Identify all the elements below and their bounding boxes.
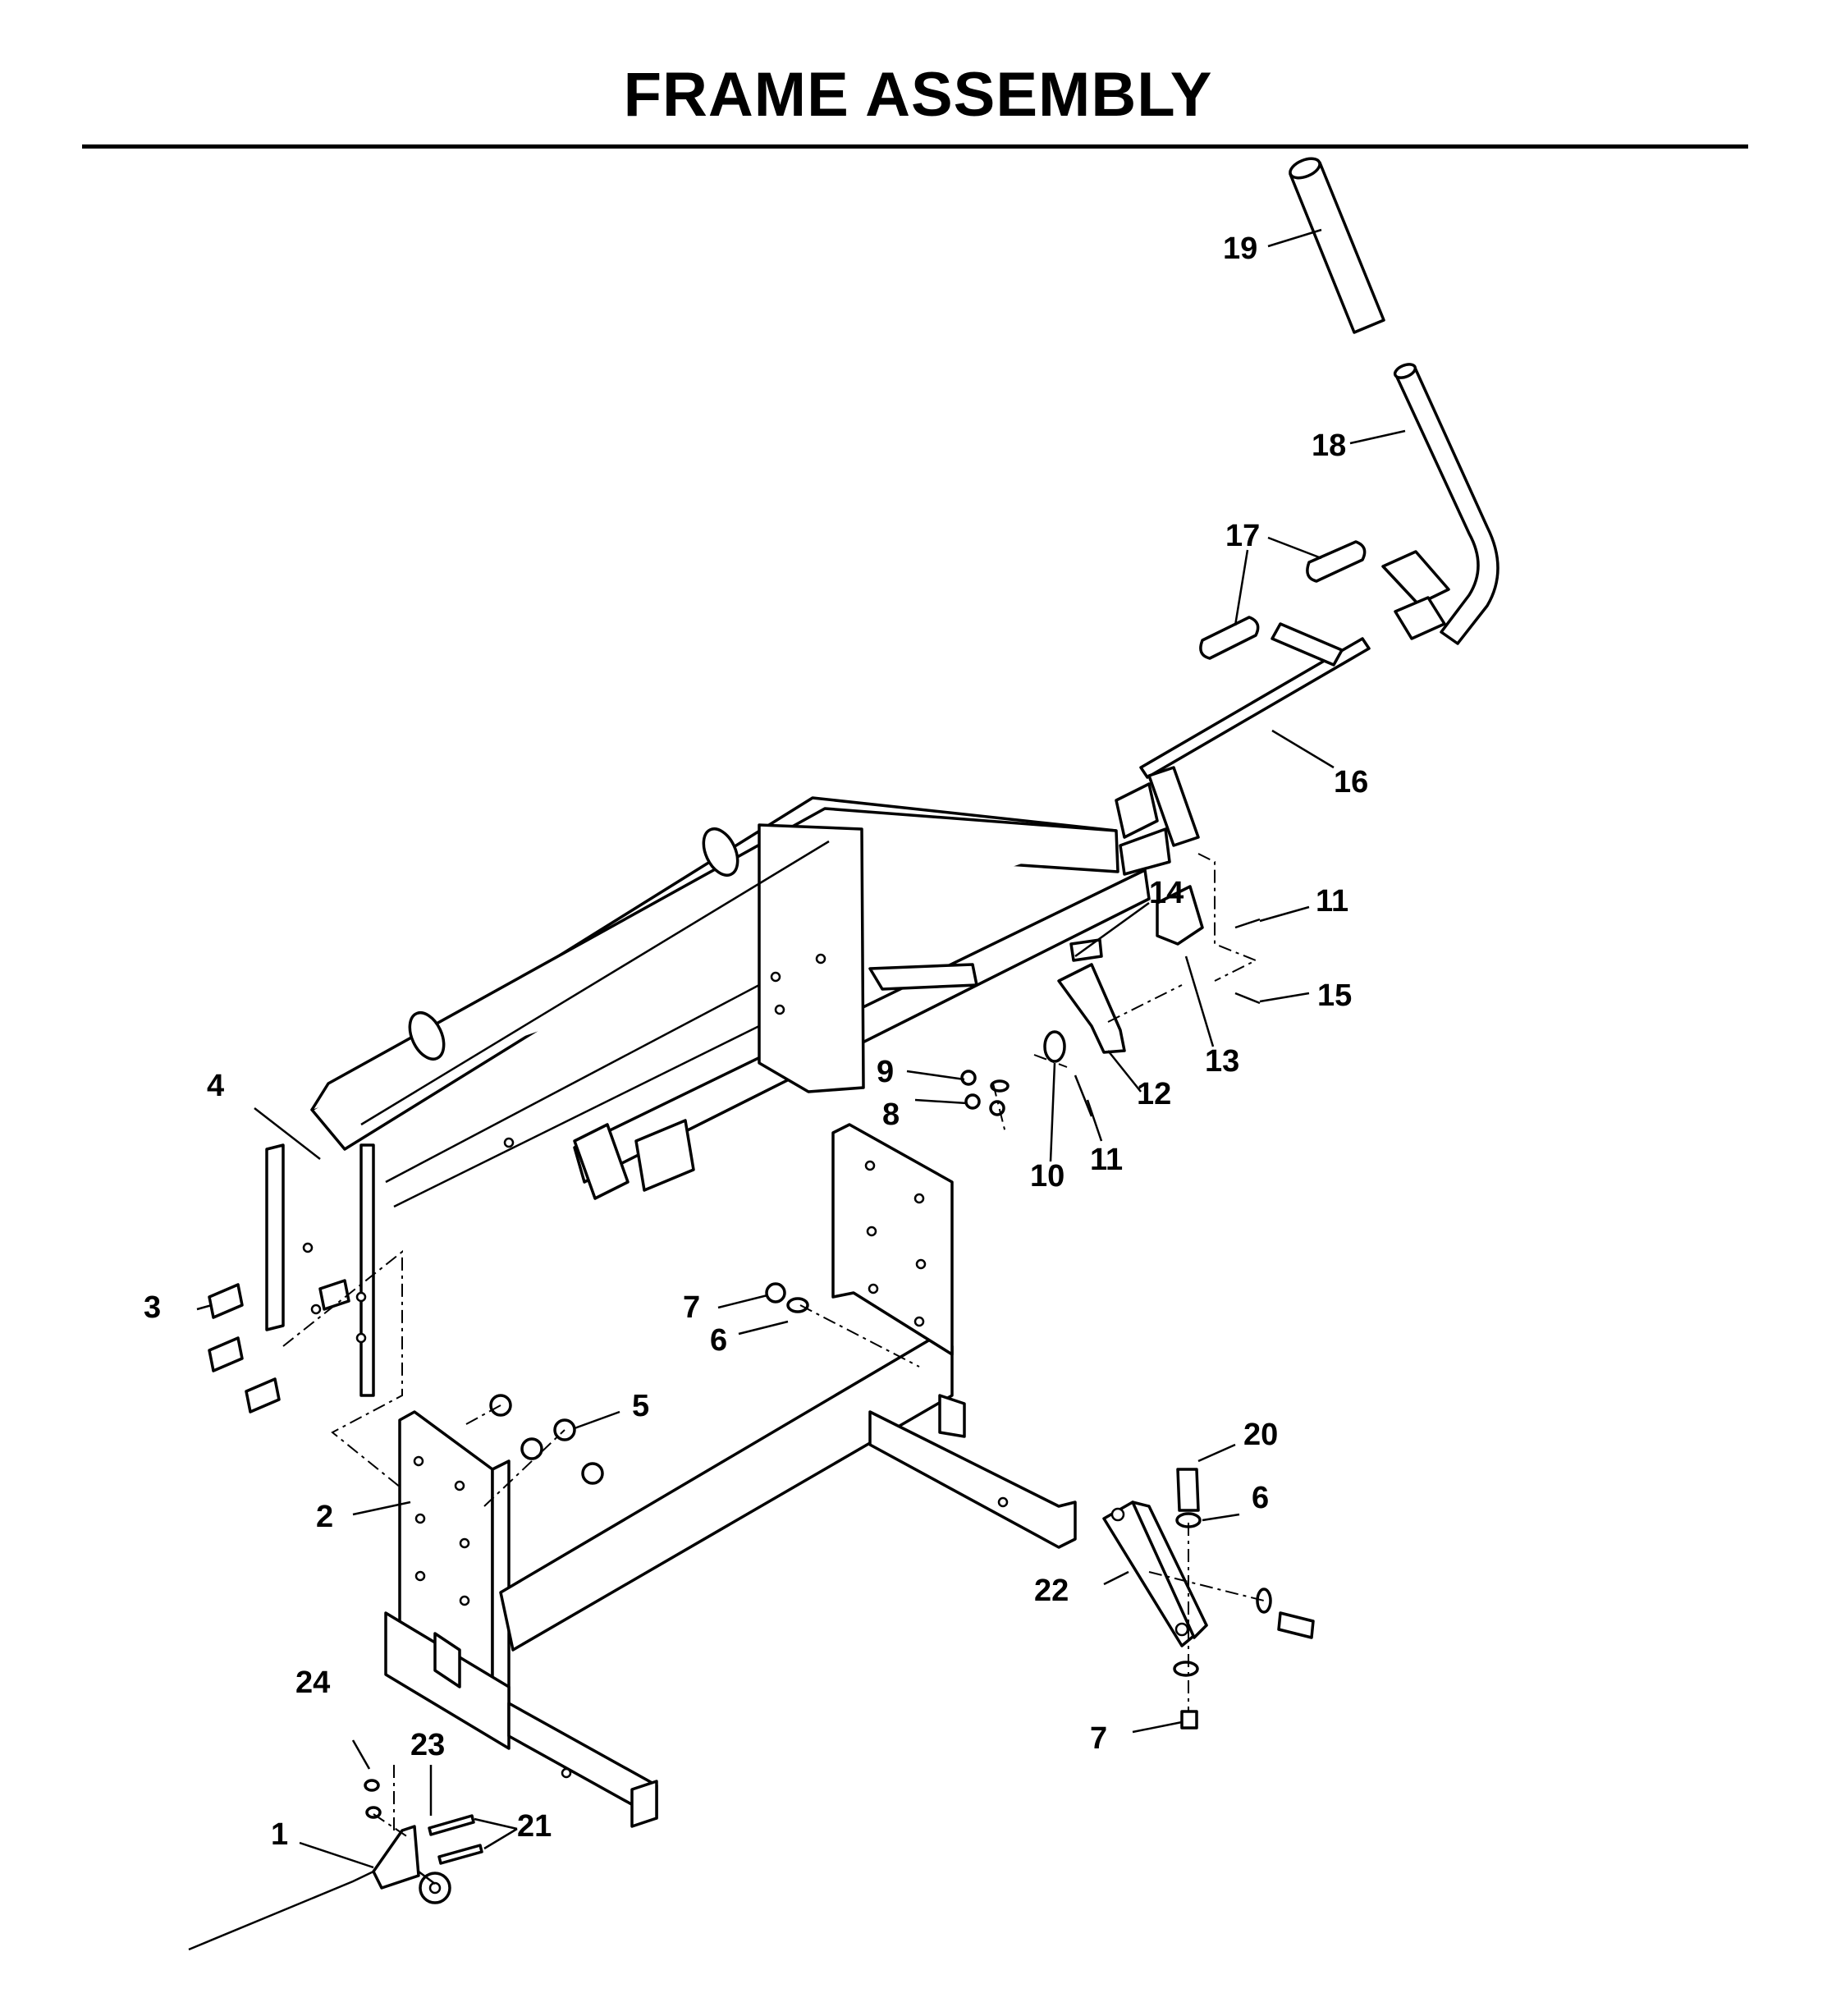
part-3-bolts-and-plate — [208, 1143, 455, 1503]
callout-12: 12 — [1137, 1077, 1171, 1111]
part-16-shaft — [1115, 622, 1371, 839]
callout-9: 9 — [877, 1055, 894, 1089]
latch-parts — [1033, 853, 1261, 1117]
callout-7-upper: 7 — [683, 1290, 700, 1325]
callout-11-top: 11 — [1316, 884, 1348, 919]
callout-21: 21 — [517, 1809, 552, 1844]
callout-23: 23 — [410, 1728, 445, 1762]
callout-1: 1 — [271, 1817, 288, 1852]
callout-8: 8 — [882, 1097, 900, 1132]
part-19-handle-grip — [1289, 157, 1385, 334]
callout-4: 4 — [207, 1069, 224, 1103]
callout-6-upper: 6 — [710, 1323, 727, 1358]
callout-17: 17 — [1225, 519, 1260, 553]
part-2-lower-stand — [384, 1123, 1077, 1828]
callout-24: 24 — [295, 1665, 330, 1700]
part-1-cable-assembly — [188, 1765, 483, 1951]
callout-5: 5 — [632, 1389, 649, 1423]
callout-2: 2 — [316, 1500, 333, 1534]
part-4-upper-frame — [310, 766, 1200, 1397]
title-rule — [82, 144, 1748, 149]
callout-7-lower: 7 — [1090, 1721, 1107, 1756]
callout-13: 13 — [1205, 1044, 1239, 1079]
page-title: FRAME ASSEMBLY — [623, 60, 1213, 130]
callout-6-lower: 6 — [1252, 1481, 1269, 1515]
part-22-bracket — [1102, 1468, 1315, 1730]
callout-11-bottom: 11 — [1090, 1143, 1123, 1177]
callout-16: 16 — [1334, 765, 1368, 800]
callout-19: 19 — [1223, 231, 1257, 266]
callout-18: 18 — [1312, 428, 1346, 463]
callout-22: 22 — [1034, 1574, 1069, 1608]
part-18-handle-tube — [1393, 363, 1499, 645]
part-17-pins — [1199, 540, 1450, 660]
callout-20: 20 — [1243, 1418, 1278, 1452]
callout-labels: 19 18 17 16 14 11 15 13 12 11 10 9 8 4 3… — [144, 231, 1368, 1852]
callout-10: 10 — [1030, 1159, 1065, 1194]
callout-14: 14 — [1149, 876, 1184, 910]
leader-lines — [196, 228, 1406, 1869]
callout-3: 3 — [144, 1290, 161, 1325]
fastener-nuts — [465, 1070, 1010, 1507]
callout-15: 15 — [1317, 978, 1352, 1013]
